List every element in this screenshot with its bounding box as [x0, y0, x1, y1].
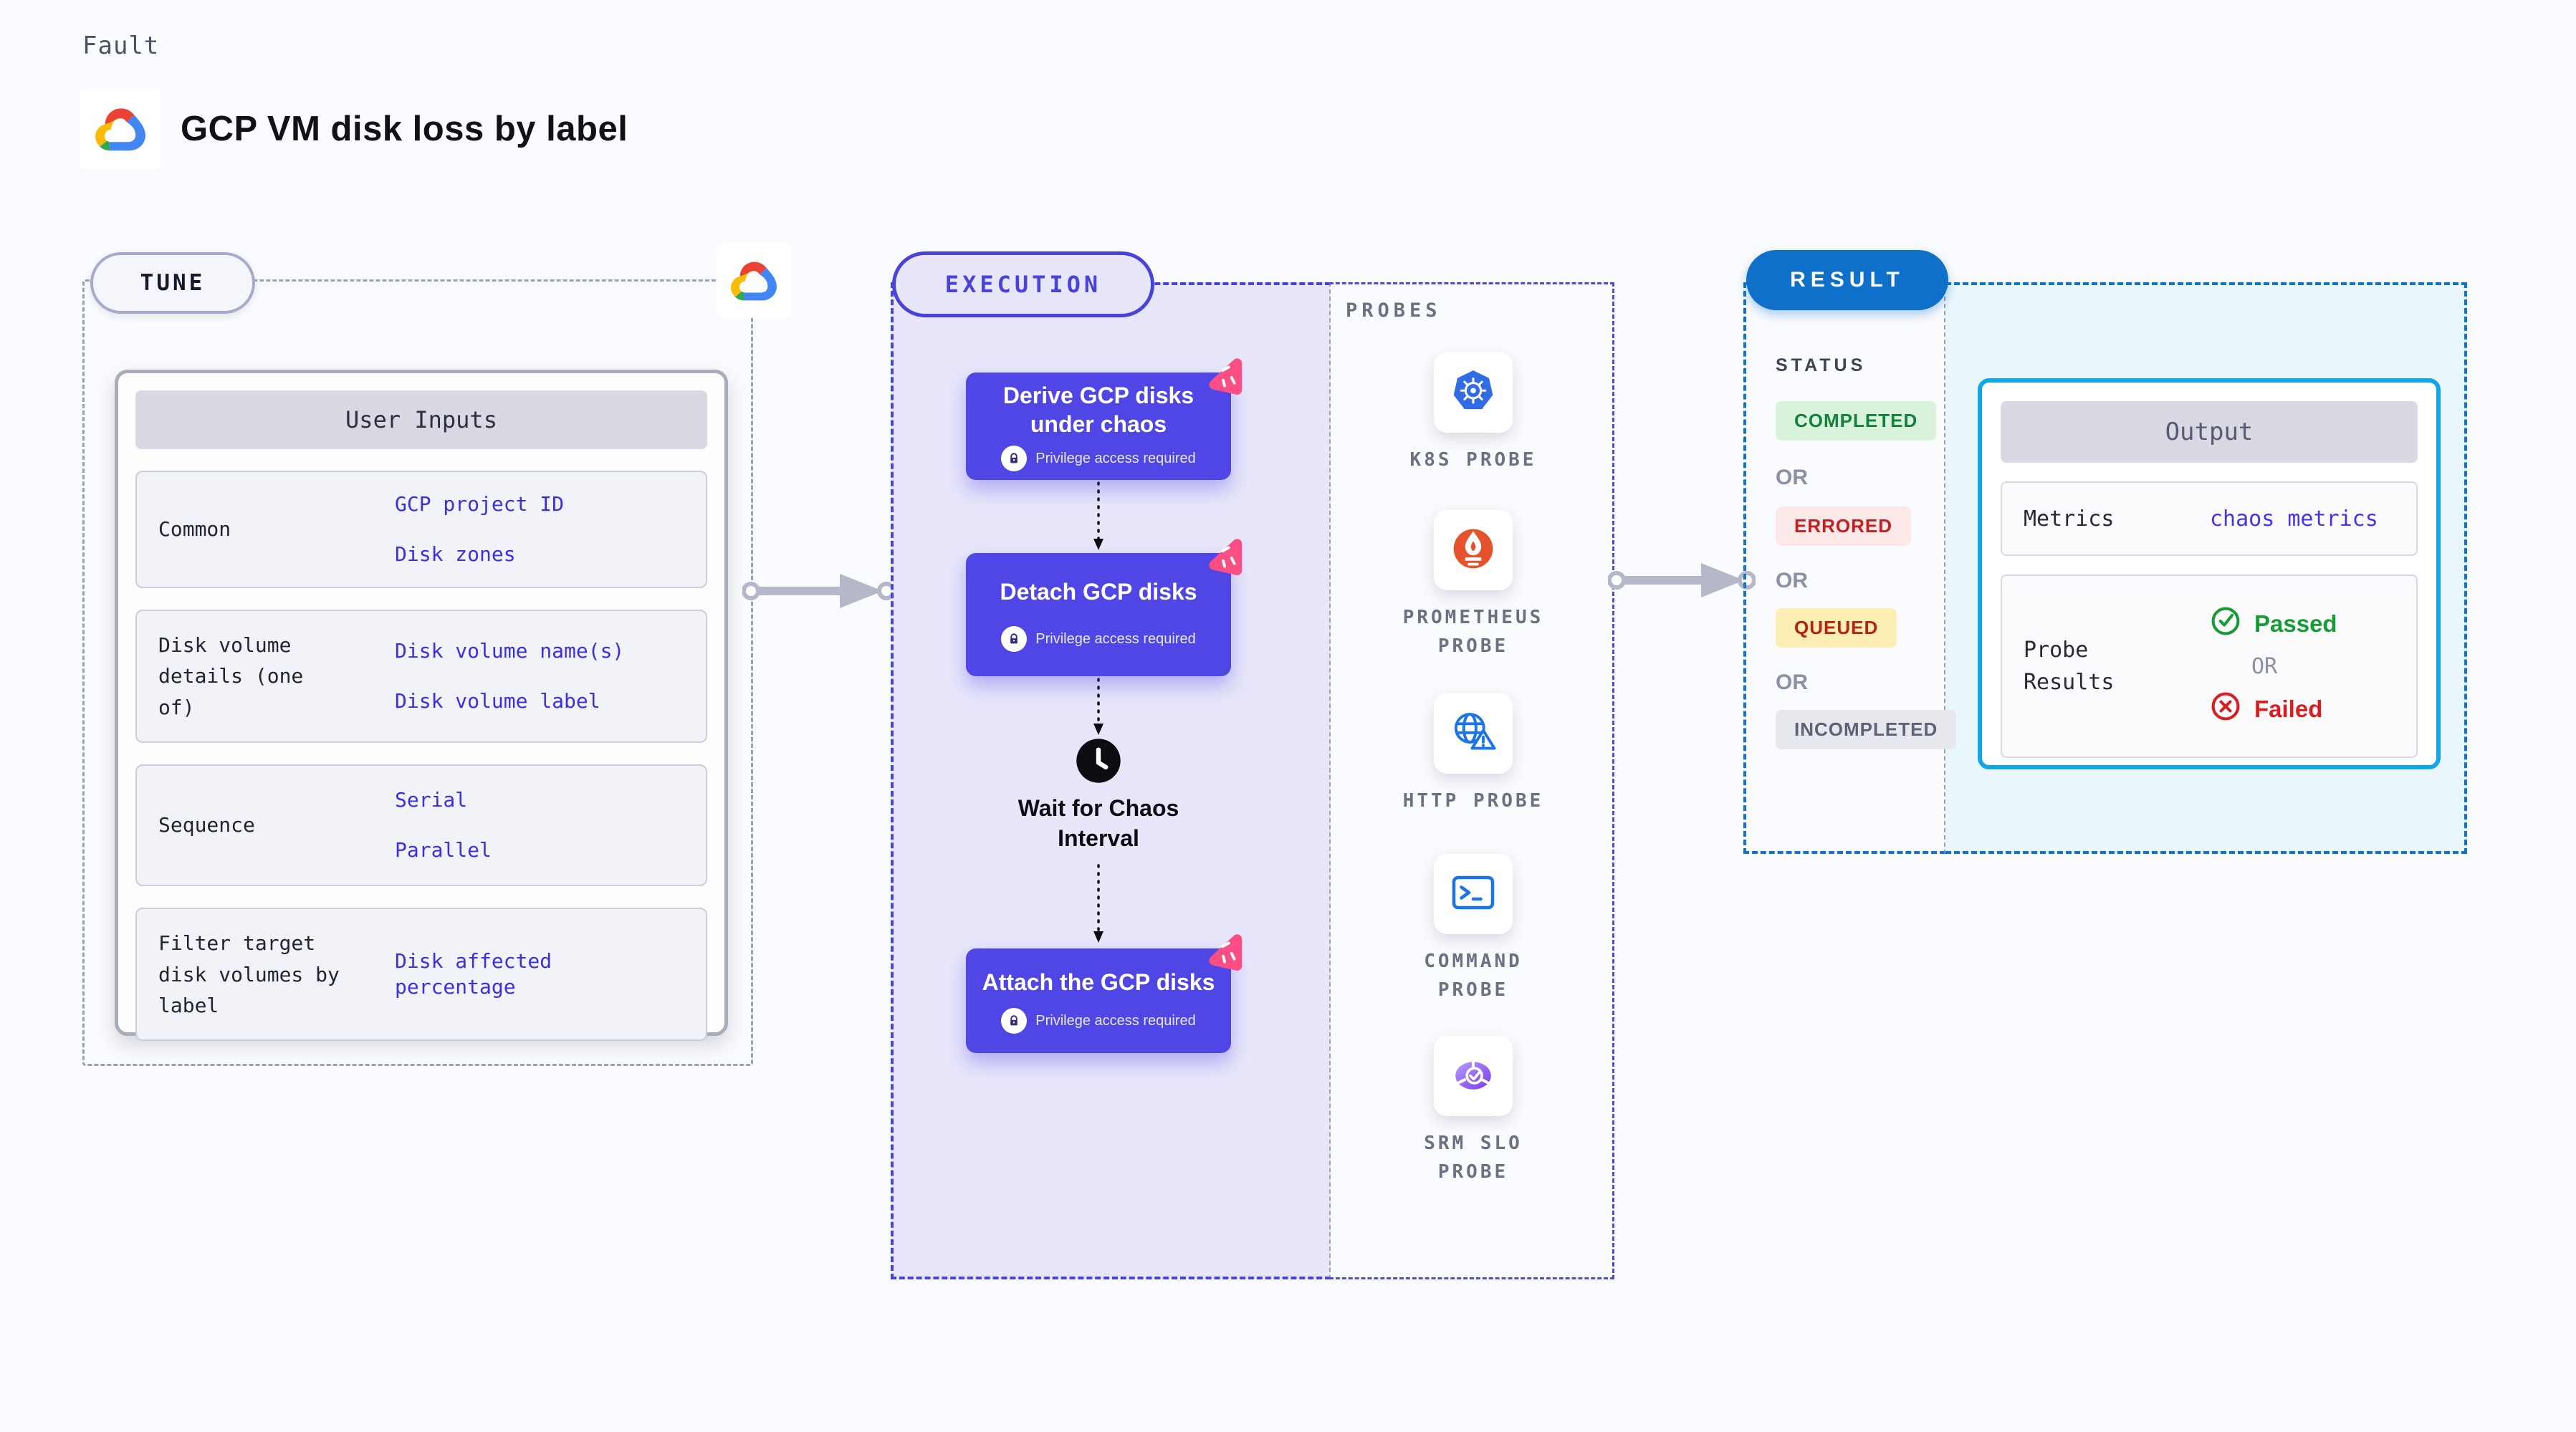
- failed-outcome: Failed: [2210, 691, 2337, 728]
- probe-outcomes: Passed OR Failed: [2210, 605, 2337, 728]
- x-circle-icon: [2210, 691, 2241, 728]
- user-input-row-sequence: Sequence Serial Parallel: [135, 764, 707, 887]
- probes-header: PROBES: [1346, 299, 1442, 322]
- privilege-row: Privilege access required: [1001, 626, 1196, 652]
- or-label: OR: [1776, 671, 1808, 694]
- output-card: Output Metrics chaos metrics Probe Resul…: [1978, 378, 2441, 769]
- fault-kind-label: Fault: [82, 32, 160, 60]
- terminal-icon: [1446, 869, 1500, 920]
- row-label: Common: [158, 517, 231, 542]
- user-inputs-card: User Inputs Common GCP project ID Disk z…: [115, 370, 728, 1042]
- lock-icon: [1001, 626, 1028, 652]
- step-attach-gcp-disks: Attach the GCP disks Privilege access re…: [966, 934, 1242, 1053]
- chaos-icon: [1204, 354, 1248, 398]
- status-header: STATUS: [1776, 355, 1867, 375]
- probe-label-k8s: K8S PROBE: [1409, 449, 1537, 471]
- row-label: Sequence: [158, 813, 255, 837]
- probes-panel: [1329, 282, 1614, 1279]
- kubernetes-icon: [1445, 364, 1501, 422]
- row-values: GCP project ID Disk zones: [395, 491, 564, 568]
- probe-label-http: HTTP PROBE: [1402, 790, 1544, 812]
- output-row-probe-results: Probe Results Passed OR: [2001, 575, 2418, 758]
- or-label: OR: [2251, 653, 2278, 679]
- or-label: OR: [1776, 569, 1808, 592]
- row-value: Disk volume label: [395, 689, 600, 713]
- step-detach-gcp-disks: Detach GCP disks Privilege access requir…: [966, 539, 1242, 676]
- row-label: Disk volume details (one of): [158, 633, 304, 719]
- passed-outcome: Passed: [2210, 605, 2337, 643]
- probe-card-srm-slo: [1434, 1036, 1513, 1116]
- step-title: Derive GCP disks under chaos: [1002, 383, 1194, 437]
- status-badge-errored: ERRORED: [1776, 506, 1912, 546]
- slo-donut-check-icon: [1445, 1050, 1502, 1102]
- execution-to-result-arrow-icon: [1608, 563, 1756, 597]
- step-title: Attach the GCP disks: [982, 969, 1215, 995]
- privilege-row: Privilege access required: [1001, 1008, 1196, 1034]
- flow-connector-icon: [1093, 678, 1103, 735]
- chaos-icon: [1204, 534, 1248, 579]
- probe-card-k8s: [1434, 352, 1513, 433]
- execution-badge: EXECUTION: [892, 251, 1154, 317]
- row-value: GCP project ID: [395, 491, 565, 516]
- row-value: Disk zones: [395, 542, 516, 566]
- status-badge-queued: QUEUED: [1776, 608, 1897, 648]
- row-label: Filter target disk volumes by label: [158, 931, 340, 1017]
- gcp-corner-logo-card: [717, 244, 791, 318]
- user-inputs-header: User Inputs: [135, 390, 707, 449]
- step-title: Detach GCP disks: [1000, 579, 1197, 605]
- status-badge-incompleted: INCOMPLETED: [1776, 710, 1957, 749]
- tune-badge: TUNE: [90, 252, 255, 314]
- probe-label-srm-slo: SRM SLO PROBE: [1424, 1133, 1523, 1183]
- step-derive-gcp-disks: Derive GCP disks under chaos Privilege a…: [966, 358, 1242, 480]
- status-badge-completed: COMPLETED: [1776, 401, 1937, 441]
- user-input-row-common: Common GCP project ID Disk zones: [135, 471, 707, 588]
- flow-connector-icon: [1093, 864, 1103, 943]
- check-circle-icon: [2210, 605, 2241, 643]
- probe-card-http: [1434, 693, 1513, 774]
- flow-connector-icon: [1093, 481, 1103, 550]
- row-value: Serial: [395, 787, 468, 812]
- probe-card-command: [1434, 854, 1513, 934]
- metrics-label: Metrics: [2024, 506, 2115, 532]
- gcp-logo-card: [80, 89, 161, 169]
- page-title: GCP VM disk loss by label: [181, 110, 628, 148]
- probe-label-command: COMMAND PROBE: [1424, 951, 1523, 1001]
- row-values: Disk affected percentage: [395, 948, 684, 1001]
- probe-results-label: Probe Results: [2024, 638, 2115, 695]
- output-row-metrics: Metrics chaos metrics: [2001, 481, 2418, 556]
- privilege-label: Privilege access required: [1035, 450, 1196, 466]
- wait-for-chaos-interval-label: Wait for Chaos Interval: [1018, 795, 1179, 851]
- clock-icon: [1076, 738, 1121, 784]
- globe-warning-icon: [1445, 707, 1501, 761]
- google-cloud-icon: [87, 100, 153, 158]
- privilege-row: Privilege access required: [1001, 446, 1196, 471]
- row-value: Disk affected percentage: [395, 948, 552, 999]
- row-values: Serial Parallel: [395, 787, 492, 864]
- tune-to-execution-arrow-icon: [742, 574, 896, 608]
- user-input-row-filter-by-label: Filter target disk volumes by label Disk…: [135, 908, 707, 1042]
- passed-label: Passed: [2254, 610, 2337, 637]
- lock-icon: [1001, 1008, 1028, 1034]
- privilege-label: Privilege access required: [1035, 630, 1196, 647]
- user-input-row-disk-volume-details: Disk volume details (one of) Disk volume…: [135, 610, 707, 744]
- lock-icon: [1001, 446, 1028, 471]
- or-label: OR: [1776, 466, 1808, 489]
- probe-label-prometheus: PROMETHEUS PROBE: [1402, 607, 1544, 658]
- result-badge: RESULT: [1746, 250, 1948, 310]
- tune-panel: [82, 279, 753, 1066]
- row-value: Parallel: [395, 838, 492, 862]
- metrics-value: chaos metrics: [2210, 506, 2378, 532]
- chaos-icon: [1204, 930, 1248, 974]
- output-header: Output: [2001, 401, 2418, 463]
- failed-label: Failed: [2254, 695, 2323, 722]
- google-cloud-icon: [724, 254, 784, 308]
- row-values: Disk volume name(s) Disk volume label: [395, 638, 624, 715]
- probe-card-prometheus: [1434, 510, 1513, 590]
- prometheus-icon: [1446, 522, 1500, 580]
- row-value: Disk volume name(s): [395, 638, 625, 663]
- privilege-label: Privilege access required: [1035, 1012, 1196, 1029]
